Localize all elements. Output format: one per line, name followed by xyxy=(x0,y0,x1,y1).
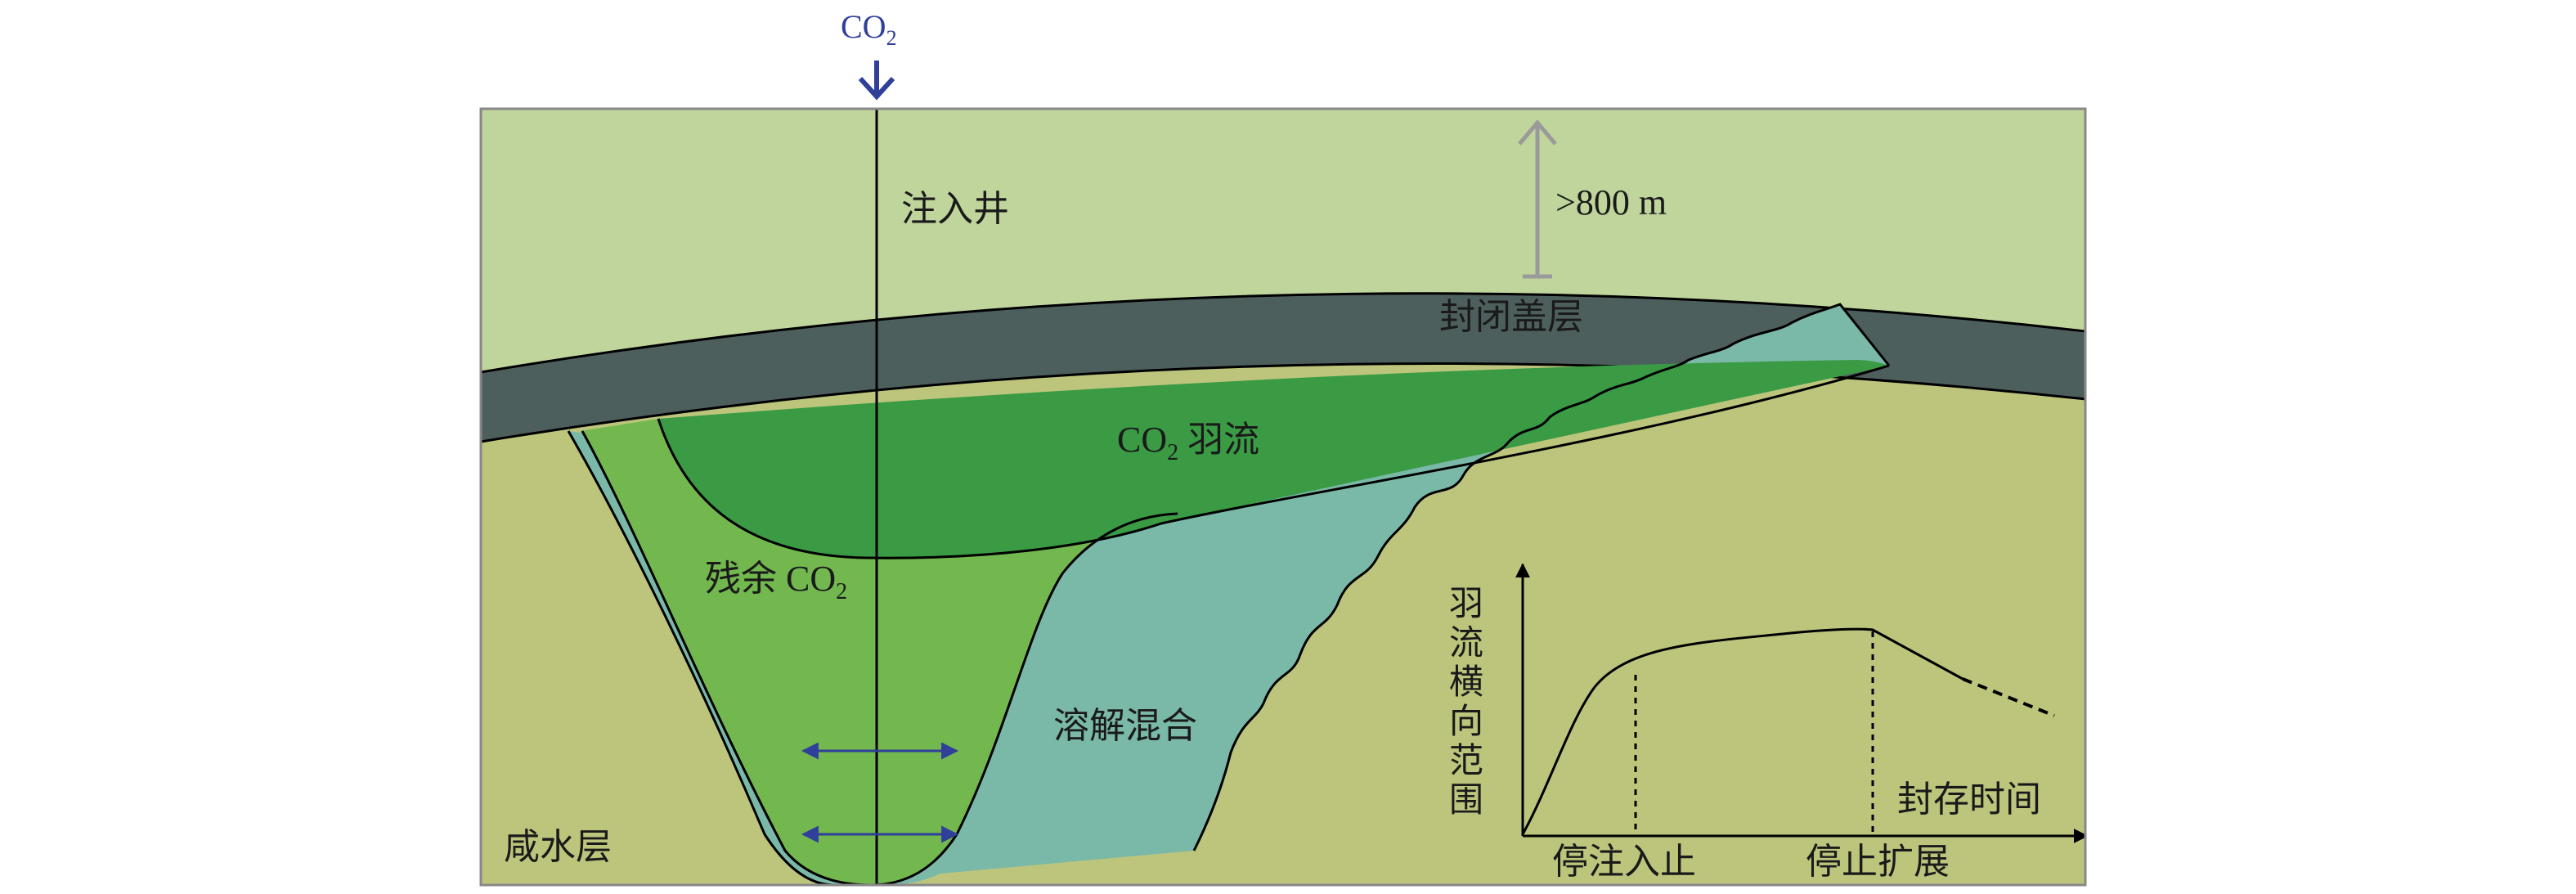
dissolution-outer-boundary xyxy=(1192,303,1891,851)
co2-top-label: CO2 xyxy=(841,8,897,50)
inset-tick-label-stop-spread: 停止扩展 xyxy=(1806,842,1950,882)
caprock-label: 封闭盖层 xyxy=(1439,297,1583,337)
inset-y-label-char: 围 xyxy=(1449,782,1483,820)
depth-arrow xyxy=(1518,119,1557,279)
inset-x-axis-label: 封存时间 xyxy=(1897,779,2041,820)
residual-inner-boundary xyxy=(581,430,1178,885)
inset-extent-curve-dashed xyxy=(1962,677,2055,717)
co2-plume xyxy=(658,360,1889,559)
plume-label: CO2 羽流 xyxy=(1117,420,1259,465)
aquifer-label: 咸水层 xyxy=(504,827,612,867)
residual-co2-label: 残余 CO2 xyxy=(705,559,847,604)
inset-y-label-char: 流 xyxy=(1449,625,1483,663)
caprock-layer xyxy=(481,292,2085,443)
cross-section-frame xyxy=(479,107,2087,887)
inset-extent-chart xyxy=(1515,563,2085,843)
inset-y-label-char: 向 xyxy=(1449,703,1483,741)
inset-y-axis-label: 羽 流 横 向 范 围 xyxy=(1449,586,1483,820)
inset-y-label-char: 羽 xyxy=(1449,586,1483,623)
injection-well-label: 注入井 xyxy=(901,189,1009,229)
residual-outer-boundary xyxy=(567,430,835,885)
inset-tick-label-stop-injection: 停注入止 xyxy=(1552,842,1696,882)
depth-label: >800 m xyxy=(1555,182,1667,222)
inset-y-label-char: 横 xyxy=(1449,664,1483,702)
plume-boundary xyxy=(657,364,1890,559)
inset-y-label-char: 范 xyxy=(1449,743,1483,780)
inset-extent-curve xyxy=(1521,627,1963,835)
dissolution-label: 溶解混合 xyxy=(1053,706,1197,746)
co2-injection-arrow xyxy=(858,61,895,101)
